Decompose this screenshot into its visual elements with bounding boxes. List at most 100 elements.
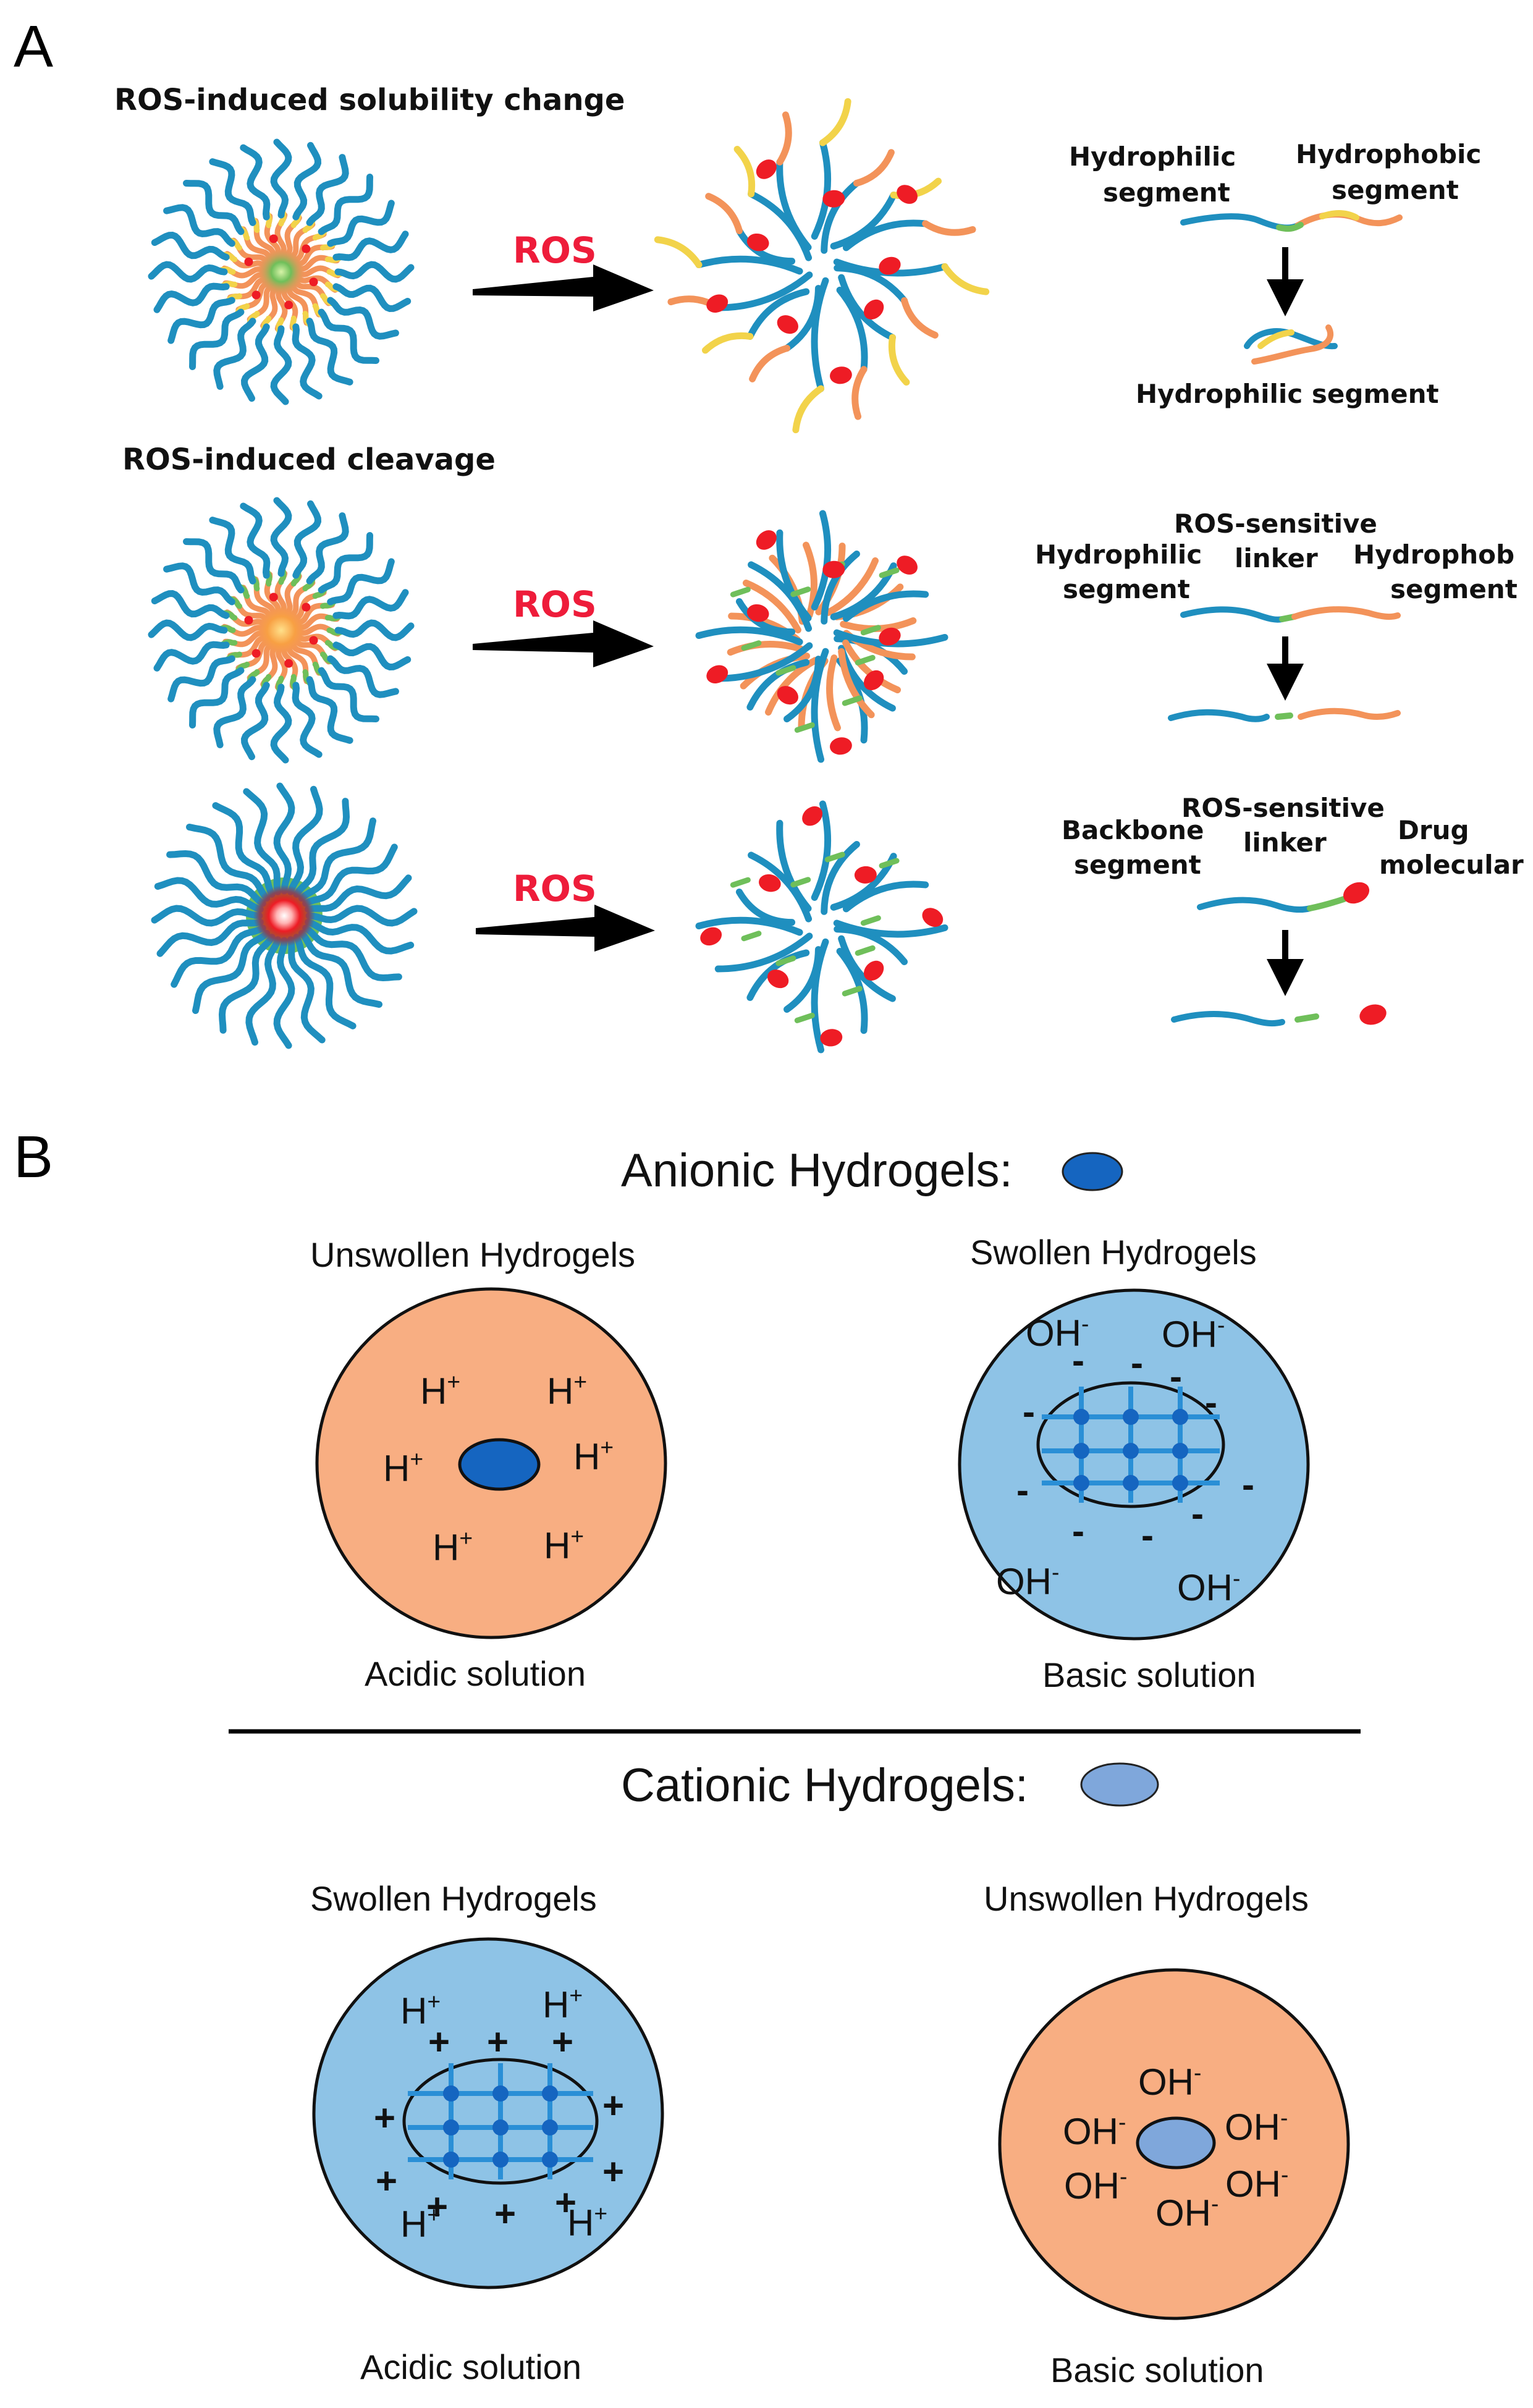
hydrophobic-chain: [733, 145, 756, 198]
crosslink-node: [542, 2085, 558, 2102]
hydrophobic-chain: [853, 149, 895, 187]
hydrophilic-chain: [166, 850, 266, 907]
block-copolymer-hydrophobic: [1294, 211, 1403, 229]
released-drug: [922, 908, 944, 927]
ion-charge: -: [1120, 2163, 1127, 2189]
hydrophobic-label: Hydrophobic: [1296, 139, 1481, 169]
cleaved-hydrophobic: [1298, 708, 1401, 720]
hydrophilic-chain: [292, 682, 323, 758]
positive-charge: +: [602, 2151, 624, 2192]
backbone-chain: [1197, 897, 1313, 913]
ion-charge: +: [459, 1525, 473, 1551]
ros-arrow-shape: [473, 264, 654, 311]
ion-charge: -: [1233, 1565, 1240, 1591]
hydrophilic-chain: [213, 318, 256, 390]
hydrophilic-chain: [332, 283, 412, 313]
released-drug: [820, 1029, 843, 1047]
backbone-label: Backbone: [1062, 815, 1204, 845]
drug-label: Drug: [1398, 815, 1469, 845]
micelle-core: [256, 247, 306, 297]
ion-charge: +: [570, 1523, 584, 1549]
hydrophilic-chain: [836, 286, 868, 373]
released-drug: [746, 604, 769, 622]
hydrophilic-chain: [240, 502, 271, 579]
released-drug: [879, 256, 901, 275]
ion-charge: -: [1281, 2161, 1288, 2187]
released-drug: [767, 970, 789, 989]
negative-charge: -: [1242, 1464, 1254, 1505]
released-backbone: [1171, 1011, 1285, 1027]
hydrophilic-chain: [746, 288, 810, 340]
ros-label: ROS: [513, 868, 597, 910]
hydrophilic-chain: [714, 271, 813, 311]
hydrophilic-chain: [695, 626, 803, 646]
acidic-label: Acidic solution: [360, 2347, 581, 2386]
hydrophilic-chain: [213, 676, 256, 748]
hydrophilic-chain: [273, 782, 295, 895]
hydrophilic-chain: [318, 667, 379, 722]
cleaved-linker: [879, 567, 900, 578]
positive-charge: +: [555, 2182, 576, 2223]
hydrophilic-label: Hydrophilic: [1069, 142, 1236, 172]
hydrophilic-chain: [240, 323, 270, 402]
linker-label: linker: [1235, 543, 1318, 573]
ros-arrow-shape: [473, 620, 654, 667]
hydrophobic-chain: [742, 580, 801, 634]
hydrophilic-chain: [287, 785, 323, 895]
panel-a-letter: A: [14, 14, 53, 80]
crosslink-node: [1123, 1443, 1139, 1459]
released-drug: [777, 315, 798, 334]
cleaved-linker: [1275, 712, 1293, 720]
hydrophilic-chain: [833, 919, 948, 938]
hydrophilic-chain: [838, 274, 896, 341]
ion-charge: -: [1118, 2109, 1126, 2135]
cleaved-linker: [794, 1012, 815, 1023]
hydrophilic-chain: [293, 934, 357, 1029]
crosslink-node: [542, 2119, 558, 2136]
hydrophilic-chain: [270, 138, 292, 219]
hydrophilic-chain: [218, 934, 276, 1034]
block-copolymer-yellow: [1319, 210, 1359, 221]
released-drug: [756, 530, 777, 550]
released-drug: [700, 927, 722, 946]
hydrophilic-chain: [327, 558, 395, 606]
hydrophilic-chain: [287, 936, 326, 1044]
linker-chain: [1307, 896, 1347, 911]
crosslink-node: [1073, 1475, 1089, 1491]
released-drug: [777, 686, 798, 705]
hydrophilic-chain: [842, 590, 929, 622]
basic-label: Basic solution: [1042, 1655, 1256, 1694]
negative-charge: -: [1023, 1391, 1035, 1432]
row3-schematic: ROS-sensitive linker Backbone segment Dr…: [1062, 793, 1524, 1027]
cleaved-linker: [860, 625, 881, 636]
crosslink-node: [1172, 1475, 1188, 1491]
hydrophilic-chain: [148, 619, 228, 641]
hydrophilic-chain: [292, 323, 323, 400]
ion-charge: +: [427, 1988, 441, 2014]
hydroxide-ion: OH-: [1162, 1312, 1225, 1355]
folded-chain-yellow: [1257, 329, 1294, 349]
encapsulated-drug: [251, 290, 261, 300]
hydrophilic-chain: [735, 598, 796, 636]
hydrophilic-chain: [167, 655, 235, 703]
positive-charge: +: [376, 2160, 397, 2202]
positive-charge: +: [374, 2097, 395, 2139]
hydrophilic-chain: [243, 788, 282, 895]
micelle-core: [253, 885, 315, 947]
hydrophobic-chain: [701, 332, 754, 354]
micelle-drug-conjugate: [151, 782, 418, 1049]
hydrophilic-chain: [332, 230, 409, 261]
released-drug: [822, 560, 845, 578]
hydrophilic-chain: [735, 227, 796, 265]
hydrogen-ion: H+: [573, 1434, 614, 1477]
negative-charge: -: [1016, 1469, 1029, 1511]
positive-charge: +: [494, 2193, 516, 2234]
negative-charge: -: [1131, 1342, 1143, 1384]
cleaved-linker: [730, 877, 751, 888]
hydrophilic-chain: [305, 918, 415, 955]
hydrophilic-chain: [156, 918, 264, 957]
hydrophilic-chain: [192, 929, 271, 1014]
hydroxide-ion: OH-: [1064, 2163, 1127, 2207]
cationic-swollen: Swollen Hydrogels H+H+H+H+++++++++++ Aci…: [310, 1879, 664, 2386]
